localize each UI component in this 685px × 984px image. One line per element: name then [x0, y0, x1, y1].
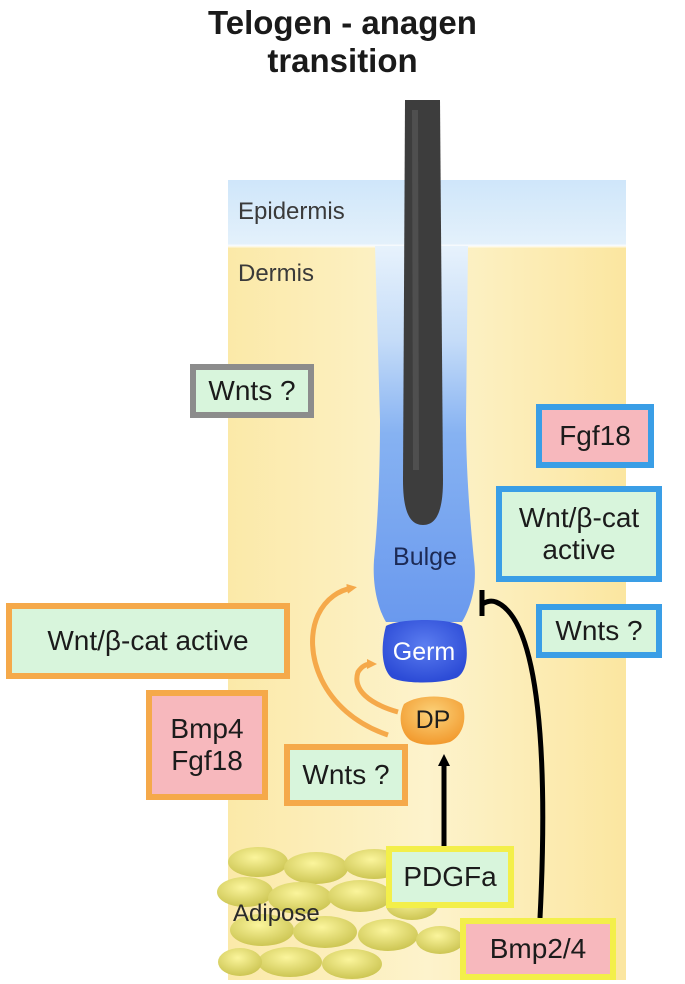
fgf18-bulge-text: Fgf18	[559, 420, 631, 451]
dermal-papilla	[400, 696, 465, 745]
wnts-bulge-text: Wnts ?	[555, 615, 643, 646]
arrow-dp-to-bulge	[310, 583, 389, 738]
bulge-label: Bulge	[393, 543, 457, 571]
inhibition-bmp24-to-bulge	[480, 598, 546, 919]
wnt-bcat-bulge-box: Wnt/β-cat active	[496, 486, 662, 582]
pdgfa-box: PDGFa	[386, 846, 514, 908]
wnt-bcat-bulge-line2: active	[542, 534, 616, 565]
wnt-bcat-dp-box: Wnt/β-cat active	[6, 603, 290, 679]
wnts-dp-text: Wnts ?	[302, 759, 390, 790]
epidermis-label: Epidermis	[238, 198, 345, 225]
wnts-dp-box: Wnts ?	[284, 744, 408, 806]
hair-shaft	[403, 100, 443, 525]
bmp4-dp-text: Bmp4	[170, 713, 244, 744]
dp-label: DP	[415, 706, 451, 734]
germ	[382, 620, 467, 683]
dermis-label: Dermis	[238, 260, 314, 287]
bmp24-text: Bmp2/4	[489, 933, 587, 964]
bmp4-fgf18-dp-box: Bmp4 Fgf18	[146, 690, 268, 800]
wnt-bcat-bulge-line1: Wnt/β-cat	[518, 502, 640, 533]
wnts-dermis-text: Wnts ?	[208, 375, 296, 406]
wnts-dermis-box: Wnts ?	[190, 364, 314, 418]
fgf18-bulge-box: Fgf18	[536, 404, 654, 468]
title-line-1: Telogen - anagen	[208, 4, 477, 41]
bmp24-box: Bmp2/4	[460, 918, 616, 980]
arrow-dp-to-germ	[354, 659, 399, 715]
wnts-bulge-box: Wnts ?	[536, 604, 662, 658]
pdgfa-text: PDGFa	[403, 861, 497, 892]
adipose-label: Adipose	[233, 900, 320, 927]
title-line-2: transition	[267, 42, 418, 79]
fgf18-dp-text: Fgf18	[171, 745, 243, 776]
wnt-bcat-dp-text: Wnt/β-cat active	[47, 625, 249, 656]
germ-label: Germ	[392, 638, 456, 666]
diagram-title: Telogen - anagen transition	[0, 4, 685, 80]
